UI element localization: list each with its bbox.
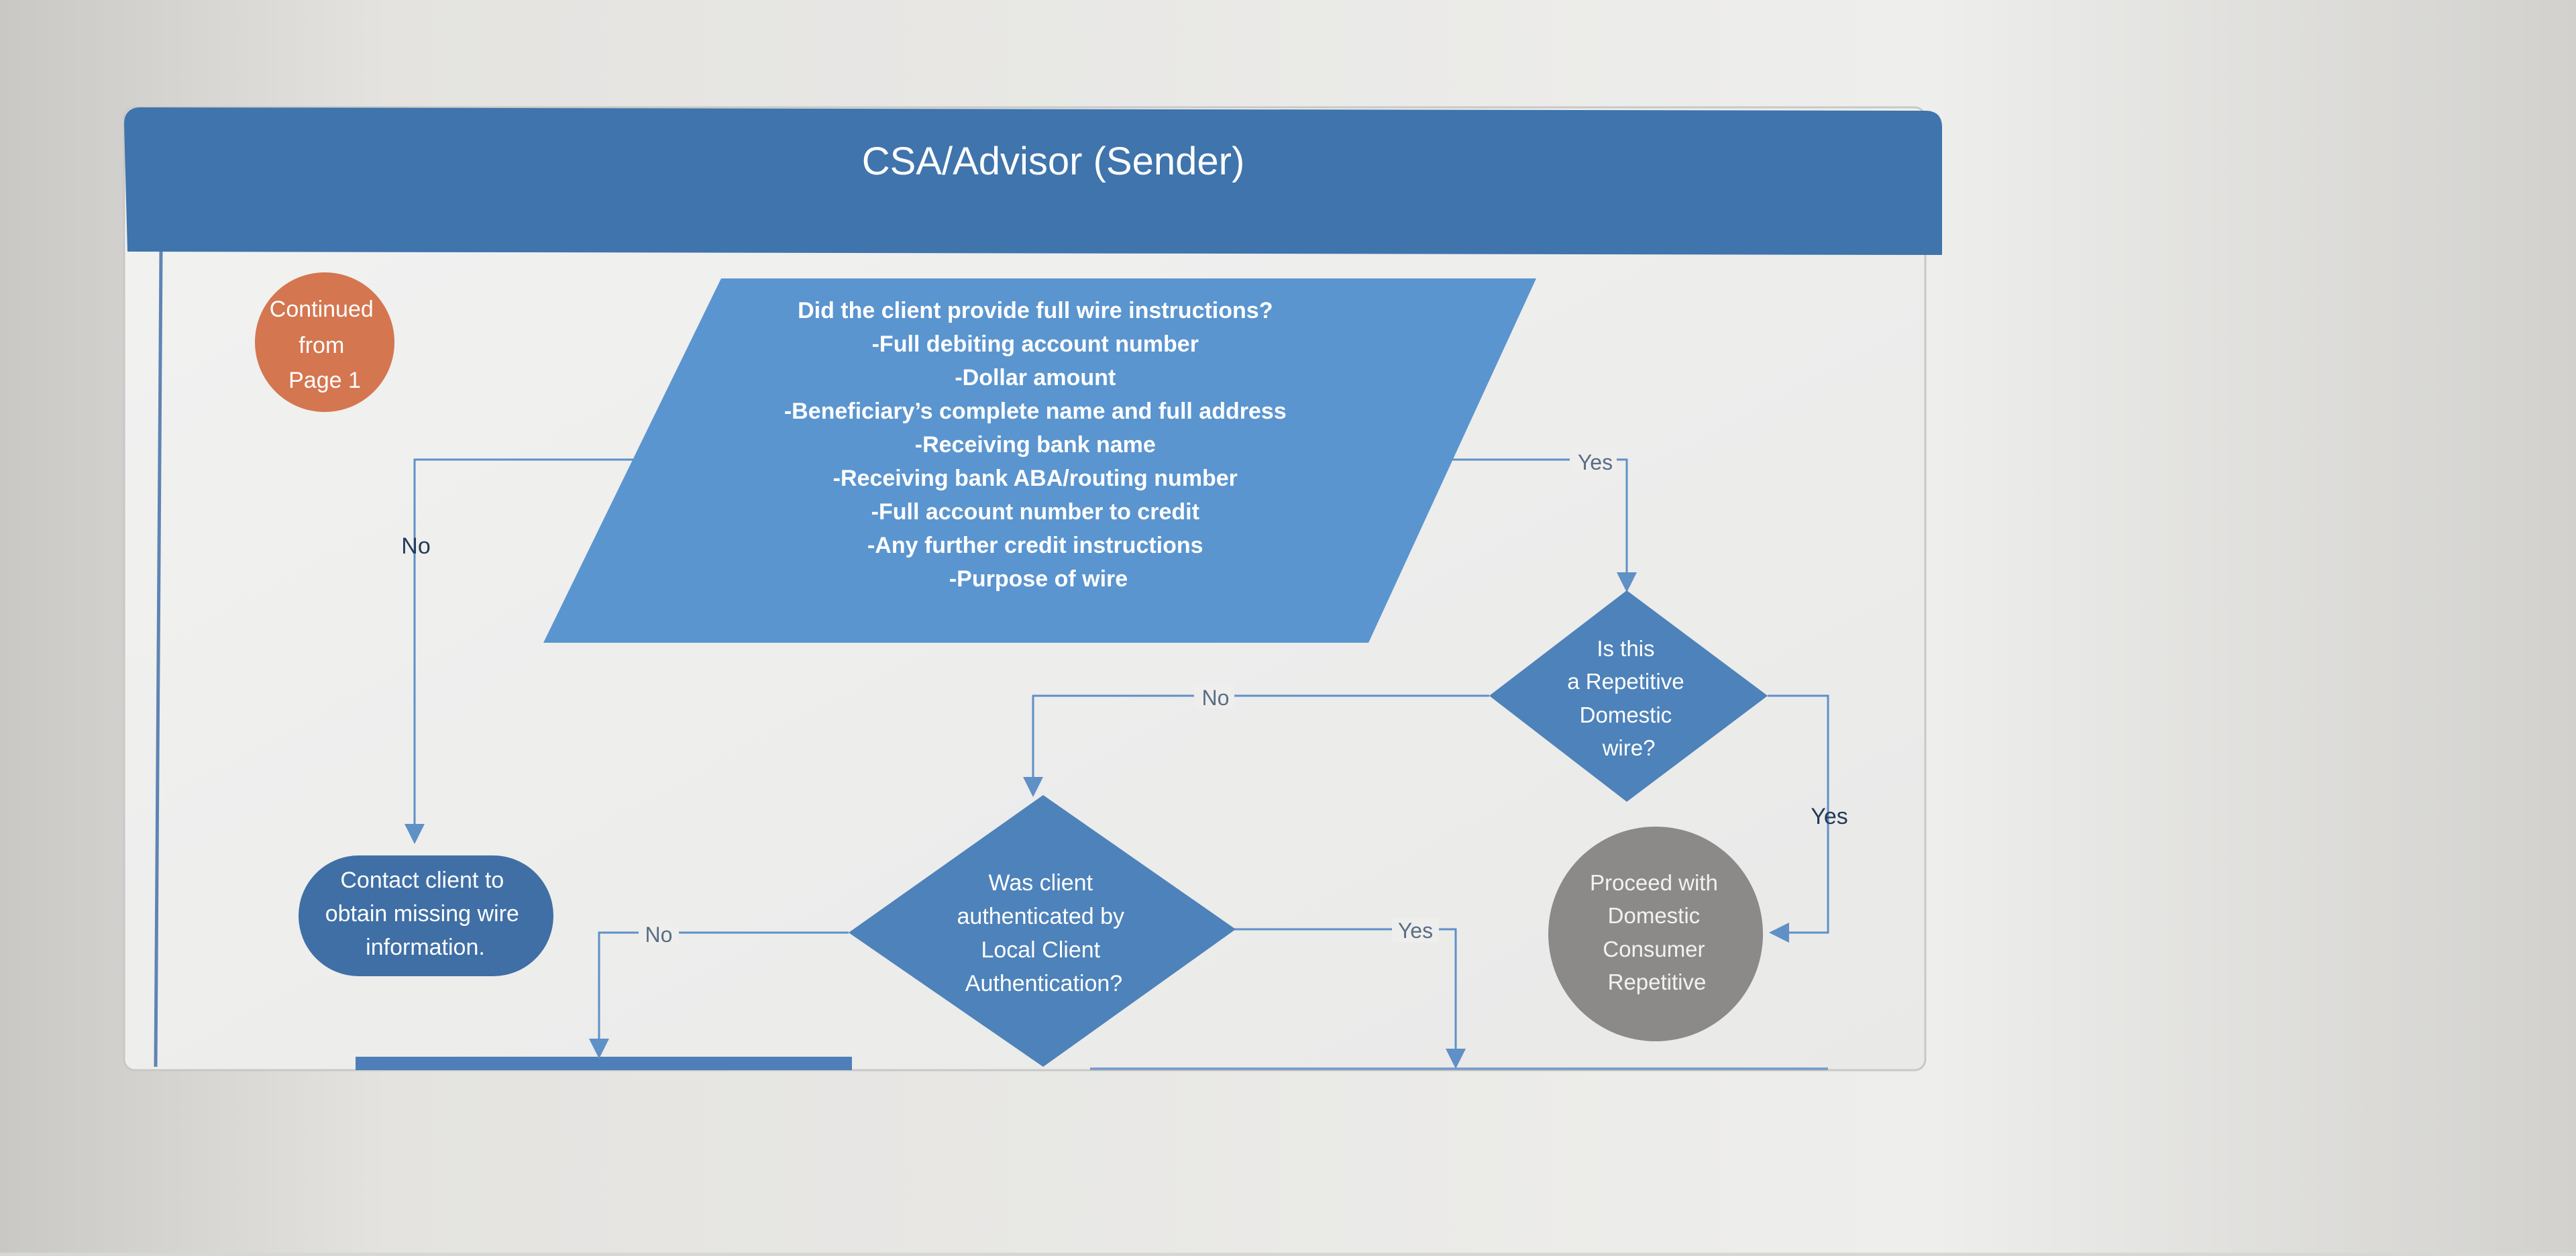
edge-label-bg <box>639 921 679 945</box>
contact-client-process-text: Contact client to obtain missing wire in… <box>325 868 526 960</box>
instructions-question-shape <box>543 278 1536 643</box>
bottom-bar-left <box>356 1057 852 1070</box>
edge-instructions-no <box>405 458 637 844</box>
swimlane-left-border <box>154 251 163 1067</box>
offpage-connector-text: Continued from Page 1 <box>270 297 380 393</box>
authenticated-decision-text: Was client authenticated by Local Client… <box>957 870 1131 996</box>
proceed-process-text: Proceed with Domestic Consumer Repetitiv… <box>1590 870 1724 994</box>
edge-label-bg <box>1570 448 1617 472</box>
edge-label-instructions-yes: Yes <box>1578 450 1613 474</box>
edge-label-bg <box>1194 684 1234 709</box>
repetitive-decision-text: Is this a Repetitive Domestic wire? <box>1567 636 1690 760</box>
repetitive-decision-shape <box>1489 590 1768 802</box>
offpage-connector-circle <box>255 272 394 412</box>
edge-label-bg <box>1392 918 1439 942</box>
authenticated-decision-shape <box>849 795 1236 1067</box>
swimlane-header <box>124 107 1942 255</box>
edge-auth-yes <box>1234 928 1466 1069</box>
instructions-question-text: Did the client provide full wire instruc… <box>784 298 1293 592</box>
edge-repetitive-yes <box>1768 694 1829 943</box>
edge-auth-no <box>589 931 849 1059</box>
proceed-process-circle <box>1548 827 1763 1041</box>
contact-client-process-shape <box>299 855 553 976</box>
edge-label-auth-yes: Yes <box>1398 919 1433 943</box>
edge-repetitive-no <box>1023 694 1489 797</box>
swimlane-title: CSA/Advisor (Sender) <box>862 140 1245 183</box>
edge-label-instructions-no: No <box>401 533 430 559</box>
edge-label-repetitive-no: No <box>1202 686 1230 710</box>
edge-label-repetitive-yes: Yes <box>1811 804 1847 829</box>
edge-label-auth-no: No <box>645 923 673 947</box>
